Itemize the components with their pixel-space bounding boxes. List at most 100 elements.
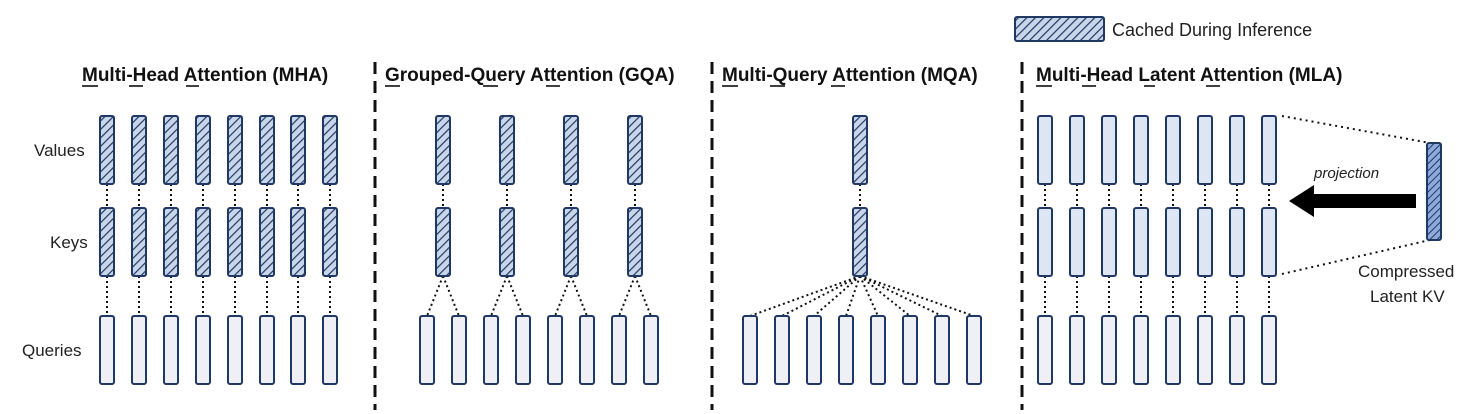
key-query-connector <box>845 275 861 317</box>
key-query-connector <box>490 275 508 317</box>
compressed-latent-kv-block <box>1426 142 1442 241</box>
key-head <box>131 207 147 277</box>
key-query-connector <box>554 275 572 317</box>
projection-label: projection <box>1313 165 1379 182</box>
key-query-connector <box>859 275 911 317</box>
value-head <box>1229 115 1245 185</box>
key-query-connector <box>442 275 460 317</box>
key-head <box>852 207 868 277</box>
query-head <box>966 315 982 385</box>
key-query-connector <box>618 275 636 317</box>
query-head <box>547 315 563 385</box>
key-query-connector <box>859 275 879 317</box>
query-head <box>1069 315 1085 385</box>
query-head <box>1261 315 1277 385</box>
query-head <box>515 315 531 385</box>
value-head <box>1101 115 1117 185</box>
query-head <box>259 315 275 385</box>
query-head <box>742 315 758 385</box>
query-head <box>483 315 499 385</box>
query-head <box>131 315 147 385</box>
key-query-connector <box>634 275 652 317</box>
key-head <box>563 207 579 277</box>
value-head <box>435 115 451 185</box>
key-head <box>322 207 338 277</box>
title-mha: Multi-Head Attention (MHA) <box>82 65 328 86</box>
value-head <box>1037 115 1053 185</box>
query-head <box>227 315 243 385</box>
query-head <box>806 315 822 385</box>
title-mqa: Multi-Query Attention (MQA) <box>722 65 978 86</box>
query-head <box>195 315 211 385</box>
query-head <box>451 315 467 385</box>
query-head <box>774 315 790 385</box>
mla-latent: projection Compressed Latent KV <box>1281 115 1454 306</box>
row-label-keys: Keys <box>50 233 88 252</box>
query-head <box>1101 315 1117 385</box>
attention-heads <box>99 115 1277 385</box>
row-label-values: Values <box>34 141 85 160</box>
key-query-connector <box>426 275 444 317</box>
value-head <box>195 115 211 185</box>
query-head <box>934 315 950 385</box>
key-head <box>1069 207 1085 277</box>
key-head <box>1101 207 1117 277</box>
query-head <box>611 315 627 385</box>
value-head <box>1069 115 1085 185</box>
value-head <box>563 115 579 185</box>
query-head <box>643 315 659 385</box>
title-mla: Multi-Head Latent Attention (MLA) <box>1036 65 1342 86</box>
query-head <box>322 315 338 385</box>
legend: Cached During Inference <box>1014 16 1312 42</box>
row-label-queries: Queries <box>22 341 82 360</box>
value-head <box>99 115 115 185</box>
key-head <box>499 207 515 277</box>
query-head <box>1229 315 1245 385</box>
value-head <box>1261 115 1277 185</box>
key-head <box>290 207 306 277</box>
key-head <box>1037 207 1053 277</box>
query-head <box>290 315 306 385</box>
key-query-connector <box>570 275 588 317</box>
key-head <box>163 207 179 277</box>
projection-arrow <box>1289 185 1416 217</box>
key-head <box>435 207 451 277</box>
query-head <box>1133 315 1149 385</box>
key-query-connector <box>859 275 975 317</box>
query-head <box>1037 315 1053 385</box>
query-head <box>902 315 918 385</box>
key-query-connector <box>813 275 861 317</box>
projection-fan-top <box>1281 115 1431 144</box>
legend-label: Cached During Inference <box>1112 20 1312 40</box>
query-head <box>1165 315 1181 385</box>
value-head <box>259 115 275 185</box>
key-head <box>1261 207 1277 277</box>
key-head <box>1165 207 1181 277</box>
value-head <box>1197 115 1213 185</box>
query-head <box>419 315 435 385</box>
key-query-connector <box>506 275 524 317</box>
query-head <box>1197 315 1213 385</box>
key-query-connector <box>749 275 861 317</box>
key-query-connector <box>859 275 943 317</box>
query-head <box>99 315 115 385</box>
key-head <box>195 207 211 277</box>
value-head <box>499 115 515 185</box>
key-head <box>227 207 243 277</box>
legend-hatched-swatch <box>1014 16 1105 42</box>
query-head <box>163 315 179 385</box>
query-head <box>870 315 886 385</box>
value-head <box>1165 115 1181 185</box>
query-head <box>579 315 595 385</box>
value-head <box>227 115 243 185</box>
key-head <box>1229 207 1245 277</box>
title-gqa: Grouped-Query Attention (GQA) <box>385 65 675 86</box>
key-head <box>627 207 643 277</box>
value-head <box>290 115 306 185</box>
latent-label-line1: Compressed <box>1358 262 1454 281</box>
projection-fan-bottom <box>1281 239 1431 275</box>
key-head <box>259 207 275 277</box>
key-head <box>1197 207 1213 277</box>
key-head <box>99 207 115 277</box>
value-head <box>1133 115 1149 185</box>
